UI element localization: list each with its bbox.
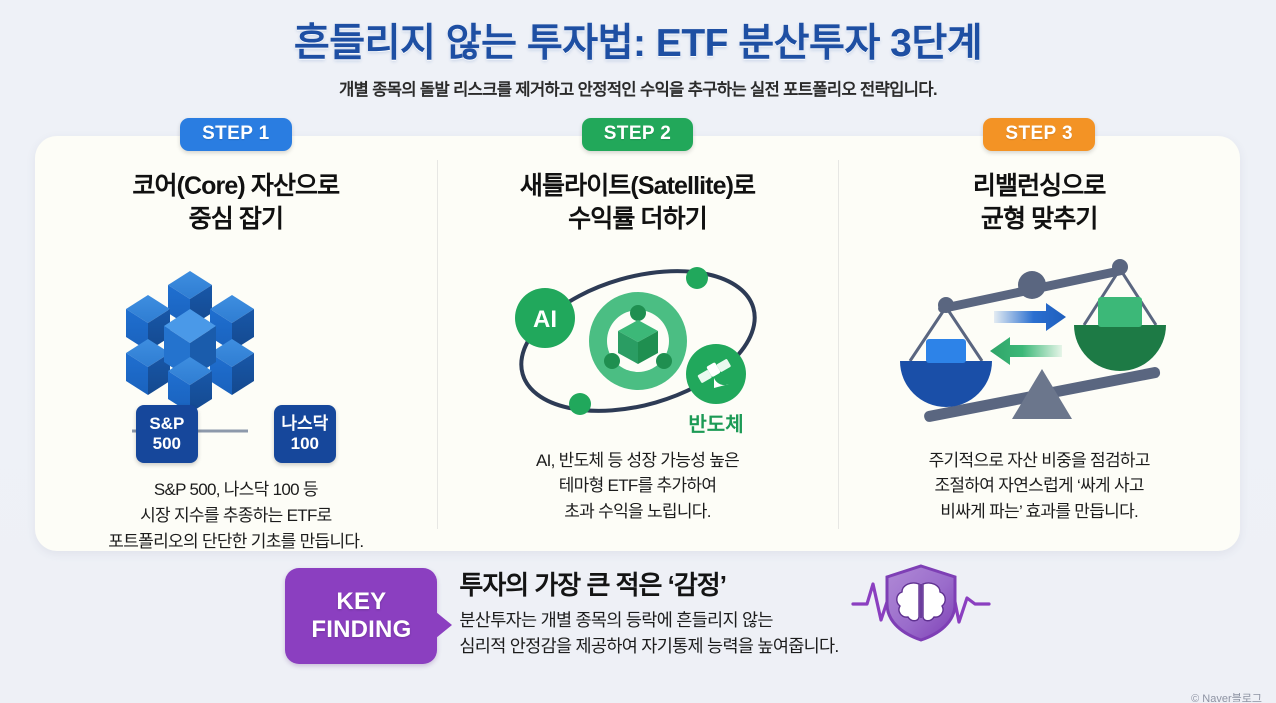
step-1-illustration	[53, 235, 419, 435]
left-arm-joint	[938, 297, 955, 314]
step-3-card[interactable]: 리밸런싱으로 균형 맞추기	[838, 136, 1240, 551]
index-box-nasdaq100-line1: 나스닥	[281, 413, 329, 433]
step-3-heading: 리밸런싱으로 균형 맞추기	[972, 172, 1107, 233]
orbit-satellite-diagram: AI 반도체	[514, 267, 757, 436]
badge-slot-2: STEP 2	[437, 118, 839, 151]
index-box-nasdaq100-line2: 100	[290, 434, 320, 453]
step-1-heading: 코어(Core) 자산으로 중심 잡기	[132, 172, 340, 233]
key-finding-text: 투자의 가장 큰 적은 ‘감정’ 분산투자는 개별 종목의 등락에 흔들리지 않…	[459, 568, 839, 660]
watermark: © Naver블로그	[1191, 693, 1262, 702]
step-badges-row: STEP 1 STEP 2 STEP 3	[35, 118, 1240, 151]
beam-pivot	[1018, 271, 1047, 300]
page-title: 흔들리지 않는 투자법: ETF 분산투자 3단계	[293, 22, 983, 65]
step-2-heading: 새틀라이트(Satellite)로 수익률 더하기	[519, 172, 756, 233]
key-finding-badge[interactable]: KEY FINDING	[285, 568, 453, 664]
step-3-badge[interactable]: STEP 3	[983, 118, 1095, 151]
left-pan	[900, 361, 993, 408]
exchange-arrow-left	[990, 337, 1063, 366]
steps-panel: 코어(Core) 자산으로 중심 잡기	[35, 136, 1240, 551]
cube-cluster-diagram	[125, 271, 254, 433]
index-box-sp500-line1: S&P	[149, 413, 185, 433]
badge-slot-3: STEP 3	[838, 118, 1240, 151]
balance-scale-diagram	[900, 259, 1167, 423]
orbit-path	[518, 269, 757, 414]
key-finding-section: KEY FINDING 투자의 가장 큰 적은 ‘감정’ 분산투자는 개별 종목…	[0, 564, 1276, 664]
step-3-body: 주기적으로 자산 비중을 점검하고 조절하여 자연스럽게 ‘싸게 사고 비싸게 …	[928, 450, 1151, 522]
step-1-body: S&P 500, 나스닥 100 등 시장 지수를 추종하는 ETF로 포트폴리…	[108, 480, 364, 551]
exchange-arrow-right	[994, 303, 1067, 332]
right-pan-block	[1098, 297, 1143, 328]
key-finding-description: 분산투자는 개별 종목의 등락에 흔들리지 않는 심리적 안정감을 제공하여 자…	[459, 610, 839, 657]
key-finding-badge-line1: KEY	[336, 587, 387, 615]
index-box-sp500[interactable]: S&P 500	[135, 405, 198, 463]
page-header: 흔들리지 않는 투자법: ETF 분산투자 3단계 개별 종목의 돌발 리스크를…	[0, 0, 1276, 100]
left-pan-block	[926, 339, 967, 364]
semiconductor-label: 반도체	[688, 413, 743, 436]
right-arm-joint	[1112, 259, 1129, 276]
badge-slot-1: STEP 1	[35, 118, 437, 151]
orbit-node-bottom	[568, 393, 591, 416]
step-3-illustration	[856, 235, 1222, 448]
hub-node-top	[629, 305, 646, 322]
key-finding-badge-line2: FINDING	[311, 616, 412, 643]
ai-bubble-label: AI	[533, 306, 557, 333]
step-2-badge[interactable]: STEP 2	[581, 118, 694, 151]
hub-node-left	[603, 353, 620, 370]
brain-shape	[895, 582, 946, 622]
page-subtitle: 개별 종목의 돌발 리스크를 제거하고 안정적인 수익을 추구하는 실전 포트폴…	[339, 80, 937, 99]
key-finding-title: 투자의 가장 큰 적은 ‘감정’	[459, 570, 727, 600]
right-pan	[1074, 325, 1167, 372]
hub-node-right	[655, 353, 672, 370]
index-boxes: S&P 500 나스닥 100	[135, 405, 336, 463]
index-box-sp500-line2: 500	[152, 434, 182, 453]
brain-shield-icon	[850, 564, 991, 647]
satellite-icon	[697, 359, 731, 389]
step-1-card[interactable]: 코어(Core) 자산으로 중심 잡기	[35, 136, 437, 551]
step-2-card[interactable]: 새틀라이트(Satellite)로 수익률 더하기	[436, 136, 839, 551]
hub-cube-icon	[617, 320, 658, 365]
scale-fulcrum	[1012, 369, 1073, 420]
step-2-body: AI, 반도체 등 성장 가능성 높은 테마형 ETF를 추가하여 초과 수익을…	[535, 450, 740, 522]
ai-bubble	[514, 288, 575, 349]
index-box-nasdaq100[interactable]: 나스닥 100	[273, 405, 336, 463]
step-1-badge[interactable]: STEP 1	[180, 118, 292, 151]
orbit-node-top	[685, 267, 708, 290]
step-2-illustration: AI 반도체	[455, 235, 821, 448]
